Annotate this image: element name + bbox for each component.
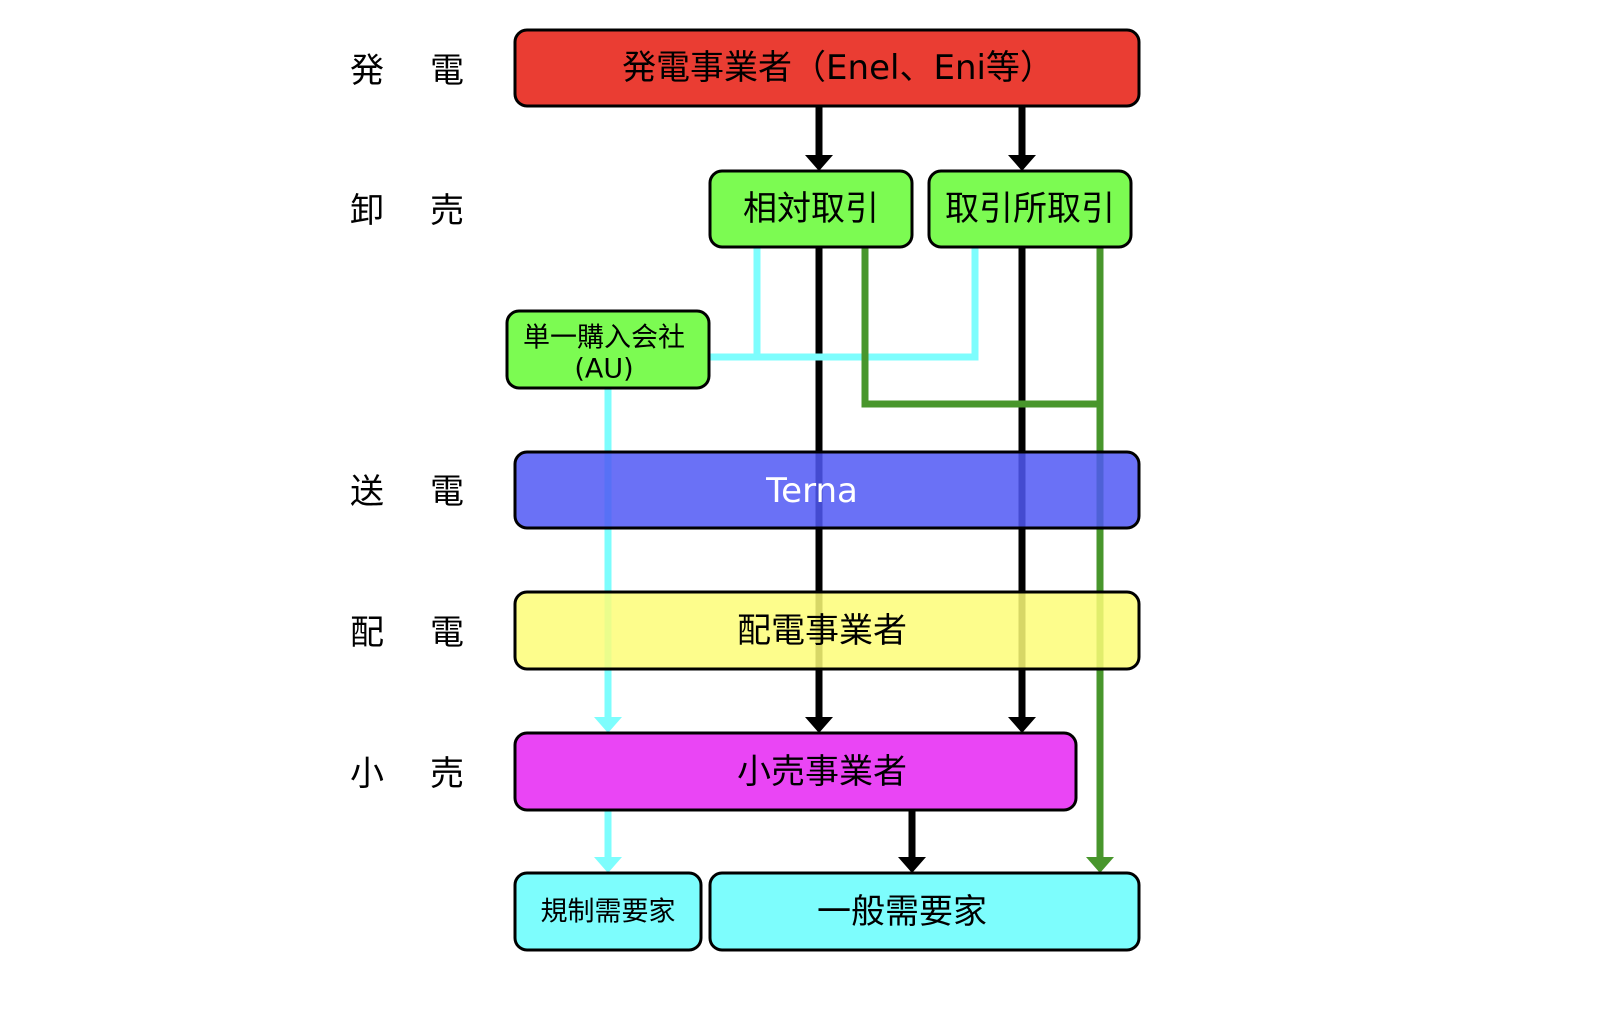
exchange-trade-box: 取引所取引: [927, 169, 1133, 249]
arrowhead-icon: [594, 857, 622, 873]
retailer-box: 小売事業者: [513, 731, 1078, 812]
row-label-generation-1: 発: [350, 51, 384, 91]
general-customer-box: 一般需要家: [708, 871, 1141, 952]
bilateral-trade-box: 相対取引: [708, 169, 914, 249]
distributor-box: 配電事業者: [513, 590, 1141, 671]
flow-lines: [604, 106, 1104, 862]
green-flow-direct: [861, 247, 1104, 862]
distributor-label: 配電事業者: [737, 611, 907, 651]
regulated-customer-box: 規制需要家: [513, 871, 703, 952]
row-label-transmission-1: 送: [350, 472, 384, 512]
arrowhead-icon: [805, 717, 833, 733]
generator-box: 発電事業者（Enel、Eni等）: [513, 28, 1141, 108]
row-label-transmission-2: 電: [430, 472, 464, 512]
terna-label: Terna: [765, 471, 858, 511]
regulated-customer-label: 規制需要家: [541, 897, 676, 928]
arrowhead-icon: [898, 857, 926, 873]
row-label-distribution-1: 配: [350, 613, 384, 653]
row-label-retail-1: 小: [350, 754, 384, 794]
arrowhead-icon: [1008, 717, 1036, 733]
row-label-retail-2: 売: [430, 754, 464, 794]
single-buyer-label: 単一購入会社: [523, 323, 685, 354]
single-buyer-abbr: (AU): [574, 354, 633, 385]
retailer-label: 小売事業者: [737, 752, 907, 792]
terna-box: Terna: [513, 450, 1141, 530]
arrowhead-icon: [1086, 857, 1114, 873]
arrowhead-icon: [594, 717, 622, 733]
arrowheads: [594, 155, 1114, 873]
row-label-wholesale-1: 卸: [350, 191, 384, 231]
row-label-distribution-2: 電: [430, 613, 464, 653]
arrowhead-icon: [1008, 155, 1036, 171]
cyan-flow-to-au: [709, 247, 979, 361]
row-label-wholesale-2: 売: [430, 191, 464, 231]
general-customer-label: 一般需要家: [817, 892, 987, 932]
single-buyer-box: 単一購入会社 (AU): [505, 309, 711, 390]
arrowhead-icon: [805, 155, 833, 171]
row-label-generation-2: 電: [430, 51, 464, 91]
row-labels: 発 電 卸 売 送 電 配 電 小 売: [350, 51, 464, 794]
generator-label: 発電事業者（Enel、Eni等）: [622, 48, 1054, 88]
bilateral-trade-label: 相対取引: [743, 189, 879, 229]
exchange-trade-label: 取引所取引: [945, 189, 1115, 229]
